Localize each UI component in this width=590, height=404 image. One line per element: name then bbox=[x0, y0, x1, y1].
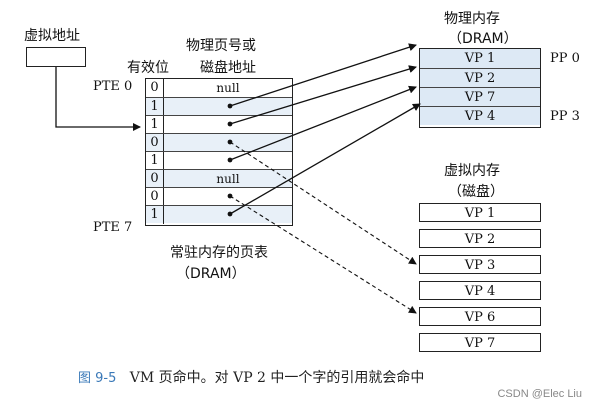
virtual-address-label: 虚拟地址 bbox=[24, 28, 80, 44]
disk-page: VP 2 bbox=[419, 229, 541, 248]
valid-bit: 0 bbox=[146, 188, 164, 206]
figure-caption-text: VM 页命中。对 VP 2 中一个字的引用就会命中 bbox=[129, 370, 425, 386]
address-header-line2: 磁盘地址 bbox=[200, 60, 256, 76]
pte-last-label: PTE 7 bbox=[93, 220, 133, 235]
pte-row: 1 bbox=[146, 115, 292, 134]
pte-row: 0 null bbox=[146, 169, 292, 188]
pp-last-label: PP 3 bbox=[550, 109, 580, 124]
pp-first-label: PP 0 bbox=[550, 51, 580, 66]
address-header-line1: 物理页号或 bbox=[186, 38, 256, 54]
pte-first-label: PTE 0 bbox=[93, 79, 133, 94]
pte-row: 1 bbox=[146, 205, 292, 224]
valid-bit-header: 有效位 bbox=[127, 60, 169, 76]
pte-row: 0 null bbox=[146, 79, 292, 97]
pte-row: 0 bbox=[146, 187, 292, 206]
pte-to-dram-arrow bbox=[229, 103, 421, 215]
physical-page: VP 1 bbox=[420, 49, 540, 68]
physical-memory-subtitle: （DRAM） bbox=[448, 31, 518, 47]
physical-page: VP 2 bbox=[420, 68, 540, 87]
watermark: CSDN @Elec Liu bbox=[497, 388, 582, 400]
valid-bit: 0 bbox=[146, 134, 164, 152]
pte-to-disk-arrow bbox=[229, 195, 417, 314]
page-table-caption-line2: （DRAM） bbox=[176, 266, 246, 282]
disk-page: VP 7 bbox=[419, 333, 541, 352]
physical-page: VP 4 bbox=[420, 106, 540, 125]
pte-row: 1 bbox=[146, 97, 292, 116]
pte-row: 0 bbox=[146, 133, 292, 152]
virtual-memory-title: 虚拟内存 bbox=[444, 163, 500, 179]
virtual-address-box bbox=[26, 47, 86, 67]
pte-row: 1 bbox=[146, 151, 292, 170]
disk-page: VP 4 bbox=[419, 281, 541, 300]
pte-to-disk-arrow bbox=[229, 141, 417, 265]
pte-to-dram-arrow bbox=[229, 65, 417, 125]
figure-number: 图 9-5 bbox=[78, 371, 117, 386]
physical-memory-title: 物理内存 bbox=[444, 11, 500, 27]
physical-page: VP 7 bbox=[420, 87, 540, 106]
pte-address: null bbox=[216, 172, 240, 186]
valid-bit: 1 bbox=[146, 206, 164, 224]
valid-bit: 0 bbox=[146, 170, 164, 188]
virtual-memory-subtitle: （磁盘） bbox=[448, 184, 504, 200]
figure-caption: 图 9-5 VM 页命中。对 VP 2 中一个字的引用就会命中 bbox=[78, 367, 424, 387]
physical-memory-block: VP 1 VP 2 VP 7 VP 4 bbox=[419, 48, 541, 128]
valid-bit: 0 bbox=[146, 79, 164, 97]
pte-to-dram-arrow bbox=[229, 85, 417, 161]
valid-bit: 1 bbox=[146, 152, 164, 170]
pte-to-dram-arrow bbox=[229, 43, 417, 107]
pte-address: null bbox=[216, 81, 240, 95]
valid-bit: 1 bbox=[146, 98, 164, 116]
va-to-pte-arrow bbox=[55, 67, 141, 131]
page-table-caption-line1: 常驻内存的页表 bbox=[170, 245, 268, 261]
page-table: 0 null 1 1 0 1 0 null 0 1 bbox=[145, 78, 293, 226]
disk-page: VP 3 bbox=[419, 255, 541, 274]
valid-bit: 1 bbox=[146, 116, 164, 134]
disk-page: VP 1 bbox=[419, 203, 541, 222]
disk-page: VP 6 bbox=[419, 307, 541, 326]
